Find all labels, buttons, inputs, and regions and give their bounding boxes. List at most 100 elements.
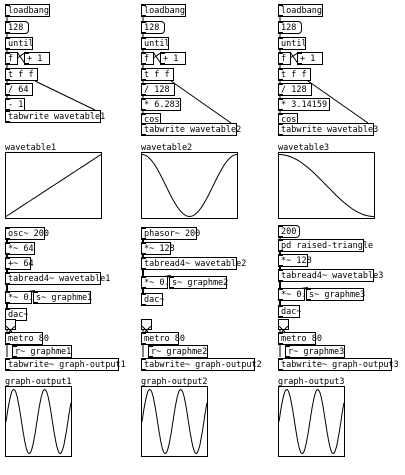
oscillator-object[interactable]: osc~ 200: [5, 227, 49, 240]
inlet[interactable]: [278, 225, 283, 227]
trigger-object[interactable]: t f f: [141, 68, 174, 81]
inlet[interactable]: [169, 276, 174, 278]
outlet[interactable]: [141, 268, 146, 270]
inlet[interactable]: [141, 123, 146, 125]
frequency-message[interactable]: 200: [278, 225, 300, 238]
inlet[interactable]: [5, 308, 10, 310]
wavetable-array-graph[interactable]: [278, 152, 375, 219]
metro-object[interactable]: metro 80: [5, 332, 49, 345]
inlet[interactable]: [148, 345, 153, 347]
float-object[interactable]: f: [141, 52, 154, 65]
inlet[interactable]: [141, 242, 146, 244]
inlet[interactable]: [141, 68, 146, 70]
cos-object[interactable]: cos: [278, 113, 298, 126]
inlet[interactable]: [5, 272, 10, 274]
inlet[interactable]: [278, 123, 283, 125]
outlet[interactable]: [278, 48, 283, 50]
inlet[interactable]: [278, 305, 283, 307]
inlet[interactable]: [278, 98, 283, 100]
outlet[interactable]: [160, 63, 165, 65]
plus-one-object[interactable]: + 1: [160, 52, 186, 65]
inlet[interactable]: [141, 293, 146, 295]
outlet[interactable]: [278, 265, 283, 267]
tabread4-object[interactable]: tabread4~ wavetable1: [5, 272, 110, 285]
inlet[interactable]: [141, 83, 146, 85]
inlet[interactable]: [24, 52, 29, 54]
outlet[interactable]: [278, 79, 283, 81]
metro-object[interactable]: metro 80: [278, 332, 322, 345]
outlet[interactable]: [24, 63, 29, 65]
outlet[interactable]: [278, 369, 283, 371]
inlet[interactable]: [5, 358, 10, 360]
divide-object[interactable]: / 128: [141, 83, 175, 96]
divide-object[interactable]: / 128: [278, 83, 312, 96]
inlet[interactable]: [141, 21, 146, 23]
tabwrite-object[interactable]: tabwrite wavetable3: [278, 123, 378, 136]
inlet[interactable]: [141, 98, 146, 100]
inlet[interactable]: [141, 4, 146, 6]
outlet[interactable]: [141, 32, 146, 34]
graph-output-array[interactable]: [278, 386, 345, 457]
multiply-signal-object[interactable]: *~ 64: [5, 242, 35, 255]
loadbang-object[interactable]: loadbang: [278, 4, 323, 17]
outlet[interactable]: [5, 121, 10, 123]
until-object[interactable]: until: [278, 37, 307, 50]
inlet[interactable]: [5, 242, 10, 244]
inlet[interactable]: [141, 227, 146, 229]
dac-object[interactable]: dac~: [278, 305, 301, 318]
outlet[interactable]: [148, 356, 153, 358]
receive-signal-object[interactable]: r~ graphme1: [12, 345, 72, 358]
inlet[interactable]: [278, 288, 283, 290]
float-object[interactable]: f: [278, 52, 291, 65]
outlet[interactable]: [5, 343, 10, 345]
inlet[interactable]: [278, 68, 283, 70]
outlet[interactable]: [141, 79, 146, 81]
outlet[interactable]: [5, 48, 10, 50]
wavetable-array-graph[interactable]: [5, 152, 102, 219]
outlet[interactable]: [278, 32, 283, 34]
inlet[interactable]: [278, 358, 283, 360]
inlet[interactable]: [306, 288, 311, 290]
inlet[interactable]: [141, 37, 146, 39]
tabwrite-object[interactable]: tabwrite wavetable2: [141, 123, 241, 136]
outlet[interactable]: [141, 287, 146, 289]
send-signal-object[interactable]: s~ graphme3: [306, 288, 365, 301]
dac-object[interactable]: dac~: [141, 293, 164, 306]
inlet[interactable]: [33, 291, 38, 293]
inlet[interactable]: [5, 227, 10, 229]
loadbang-object[interactable]: loadbang: [5, 4, 50, 17]
inlet[interactable]: [12, 345, 17, 347]
multiply-signal-object[interactable]: *~ 128: [278, 254, 312, 267]
inlet[interactable]: [5, 98, 10, 100]
oscillator-object[interactable]: phasor~ 200: [141, 227, 200, 240]
outlet[interactable]: [141, 238, 146, 240]
outlet[interactable]: [278, 250, 283, 252]
outlet[interactable]: [141, 343, 146, 345]
size-message[interactable]: 128: [278, 21, 302, 34]
inlet[interactable]: [141, 358, 146, 360]
gain-object[interactable]: *~ 0.2: [5, 291, 39, 304]
inlet[interactable]: [5, 110, 10, 112]
outlet[interactable]: [278, 63, 283, 65]
outlet[interactable]: [5, 253, 10, 255]
outlet[interactable]: [5, 283, 10, 285]
outlet[interactable]: [278, 316, 283, 318]
inlet[interactable]: [278, 37, 283, 39]
bang-button[interactable]: [5, 319, 16, 336]
metro-object[interactable]: metro 80: [141, 332, 185, 345]
tabread4-object[interactable]: tabread4~ wavetable2: [141, 257, 246, 270]
inlet[interactable]: [5, 4, 10, 6]
outlet[interactable]: [5, 268, 10, 270]
wavetable-array-graph[interactable]: [141, 152, 238, 219]
inlet[interactable]: [278, 254, 283, 256]
outlet[interactable]: [5, 15, 10, 17]
outlet[interactable]: [297, 63, 302, 65]
outlet[interactable]: [141, 109, 146, 111]
tabwrite-object[interactable]: tabwrite wavetable1: [5, 110, 105, 123]
outlet[interactable]: [141, 304, 146, 306]
size-message[interactable]: 128: [141, 21, 165, 34]
outlet[interactable]: [5, 32, 10, 34]
math-object[interactable]: * 6.283: [141, 98, 181, 111]
outlet[interactable]: [306, 299, 311, 301]
inlet[interactable]: [278, 83, 283, 85]
